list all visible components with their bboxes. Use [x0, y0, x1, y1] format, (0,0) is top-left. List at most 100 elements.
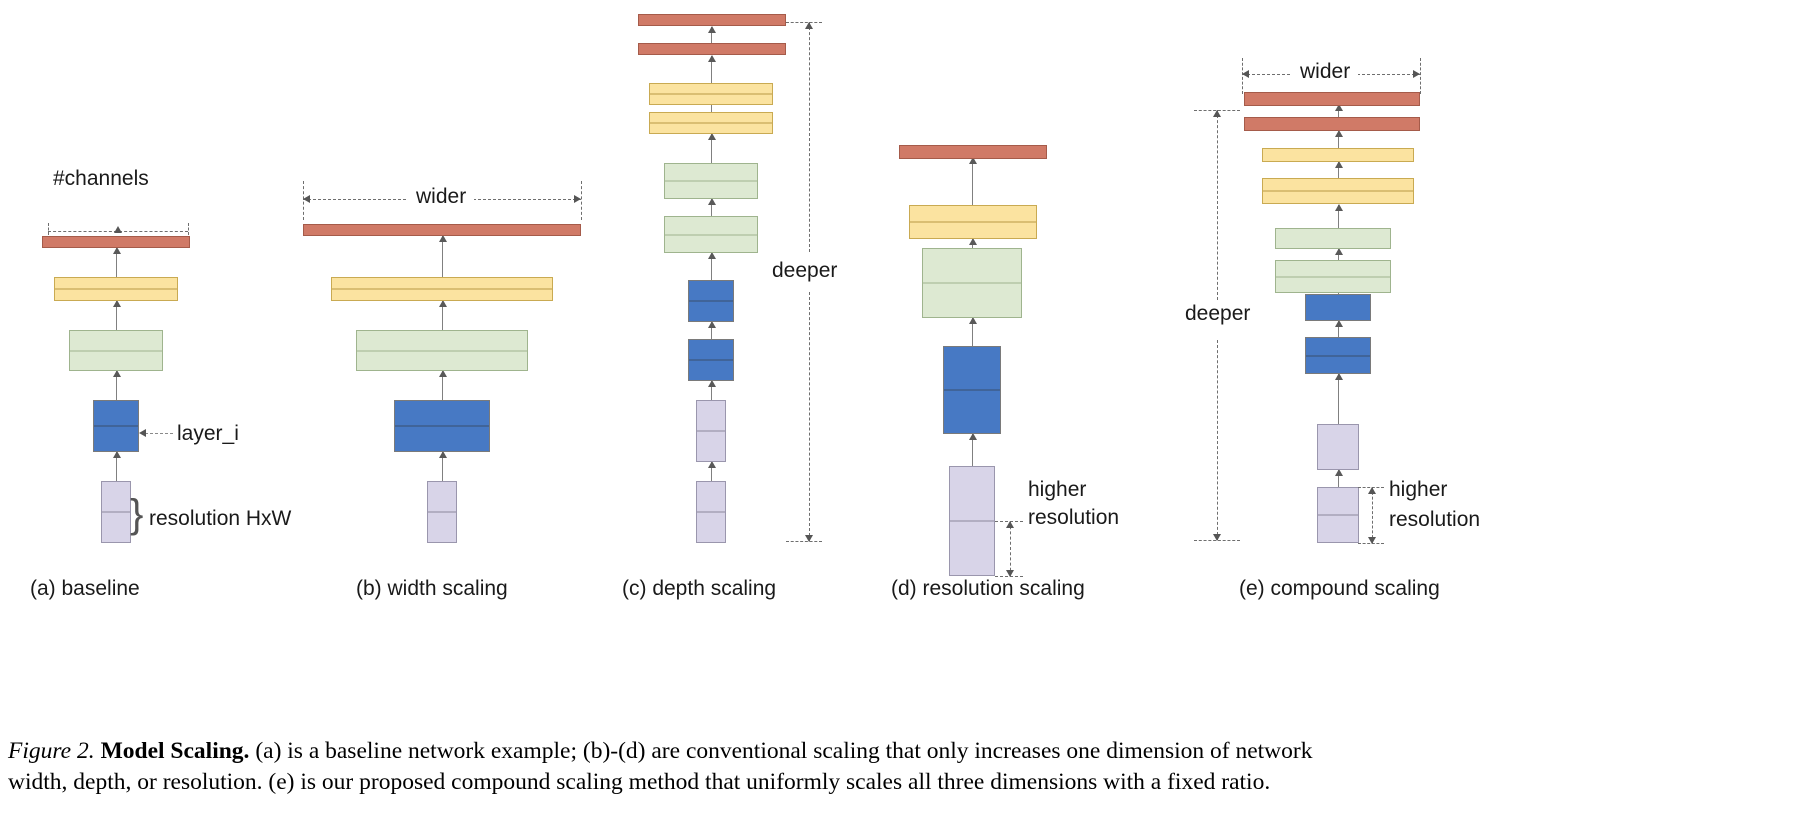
arrow-a-2 [113, 370, 121, 400]
arrow-d-3 [969, 238, 977, 248]
wider-b-arrowhead-right [574, 195, 581, 203]
wider-b-annotation: wider [408, 185, 475, 209]
layer-i-annotation: layer_i [177, 422, 239, 445]
block-b-green [356, 330, 528, 371]
arrow-d-2 [969, 317, 977, 346]
block-d-green [922, 248, 1022, 318]
deeper-c-arrowhead-top [805, 22, 813, 29]
wider-e-arrowhead-right [1413, 70, 1420, 78]
arrow-a-4 [113, 247, 121, 277]
channels-tick-right [188, 223, 189, 235]
block-c-yellow-1 [649, 112, 773, 134]
arrow-d-4 [969, 157, 977, 205]
wider-b-arrowhead-left [303, 195, 310, 203]
block-e-yellow-2 [1262, 148, 1414, 162]
block-c-blue-1 [688, 339, 734, 381]
arrow-c-2 [708, 380, 716, 400]
higher-res-d-annotation-line2: resolution [1028, 506, 1120, 529]
arrow-e-7 [1335, 161, 1343, 178]
arrow-c-8 [708, 55, 716, 83]
block-c-yellow-2 [649, 83, 773, 105]
block-b-yellow [331, 277, 553, 301]
higher-res-d-arrowhead-top [1006, 521, 1014, 528]
block-a-output [42, 236, 190, 248]
block-e-green-1 [1275, 260, 1391, 293]
figure-caption: Figure 2.Model Scaling. (a) is a baselin… [8, 736, 1788, 798]
higher-res-e-arrowhead-bottom [1368, 537, 1376, 544]
arrow-b-3 [439, 300, 447, 330]
deeper-c-annotation: deeper [772, 259, 838, 282]
arrow-e-3 [1335, 320, 1343, 337]
higher-res-d-line [1010, 521, 1011, 576]
block-c-green-1 [664, 216, 758, 253]
arrow-c-5 [708, 198, 716, 216]
block-a-green [69, 330, 163, 371]
higher-res-e-line [1372, 487, 1373, 543]
block-d-output [899, 145, 1047, 159]
block-d-blue [943, 346, 1001, 434]
arrow-e-9 [1335, 104, 1343, 117]
column-label-b: (b) width scaling [356, 577, 508, 600]
block-e-input-1 [1317, 487, 1359, 543]
caption-line2: width, depth, or resolution. (e) is our … [8, 769, 1271, 795]
higher-res-d-annotation-line1: higher [1028, 478, 1087, 501]
block-e-yellow-1 [1262, 178, 1414, 204]
caption-figure-label: Figure 2. [8, 738, 95, 764]
arrow-c-1 [708, 461, 716, 481]
arrow-d-1 [969, 433, 977, 466]
block-e-blue-2 [1305, 294, 1371, 321]
arrow-c-3 [708, 321, 716, 339]
arrow-b-2 [439, 370, 447, 400]
resolution-brace-icon: } [130, 492, 144, 536]
deeper-e-line-upper [1217, 110, 1218, 300]
arrow-e-6 [1335, 204, 1343, 228]
column-label-e: (e) compound scaling [1239, 577, 1440, 600]
block-a-layer-i [93, 400, 139, 452]
wider-e-annotation: wider [1292, 60, 1359, 84]
arrow-c-9 [708, 26, 716, 43]
arrow-c-6 [708, 133, 716, 163]
block-c-blue-2 [688, 280, 734, 322]
deeper-e-line-lower [1217, 340, 1218, 540]
arrow-e-8 [1335, 130, 1343, 148]
block-d-yellow [909, 205, 1037, 239]
block-c-input-1 [696, 481, 726, 543]
block-c-input-2 [696, 400, 726, 462]
layer-i-arrowhead [139, 429, 146, 437]
layer-i-leader [145, 433, 173, 434]
block-c-output-1 [638, 43, 786, 55]
channels-annotation: #channels [53, 167, 149, 190]
block-c-output-2 [638, 14, 786, 26]
arrow-c-4 [708, 252, 716, 280]
block-d-input [949, 466, 995, 576]
higher-res-e-annotation-line1: higher [1389, 478, 1448, 501]
wider-b-tick-right [581, 181, 582, 220]
wider-e-arrowhead-left [1242, 70, 1249, 78]
arrow-b-4 [439, 235, 447, 277]
arrow-e-2 [1335, 373, 1343, 424]
block-b-blue [394, 400, 490, 452]
block-c-green-2 [664, 163, 758, 199]
arrow-b-1 [439, 451, 447, 481]
block-e-output-2 [1244, 92, 1420, 106]
arrow-e-5 [1335, 248, 1343, 260]
deeper-e-arrowhead-bottom [1213, 534, 1221, 541]
caption-line1-rest: (a) is a baseline network example; (b)-(… [249, 738, 1313, 764]
block-e-green-2 [1275, 228, 1391, 249]
caption-title: Model Scaling. [100, 738, 250, 764]
deeper-e-arrowhead-top [1213, 110, 1221, 117]
deeper-c-line-lower [809, 292, 810, 541]
block-e-input-2 [1317, 424, 1359, 470]
arrow-a-3 [113, 300, 121, 330]
block-a-input [101, 481, 131, 543]
arrow-e-1 [1335, 469, 1343, 487]
block-b-input [427, 481, 457, 543]
deeper-c-line-upper [809, 22, 810, 252]
wider-e-tick-right [1420, 58, 1421, 94]
column-label-a: (a) baseline [30, 577, 140, 600]
deeper-c-tick-top [786, 22, 822, 23]
block-b-output [303, 224, 581, 236]
higher-res-e-annotation-line2: resolution [1389, 508, 1481, 531]
block-e-output-1 [1244, 117, 1420, 131]
